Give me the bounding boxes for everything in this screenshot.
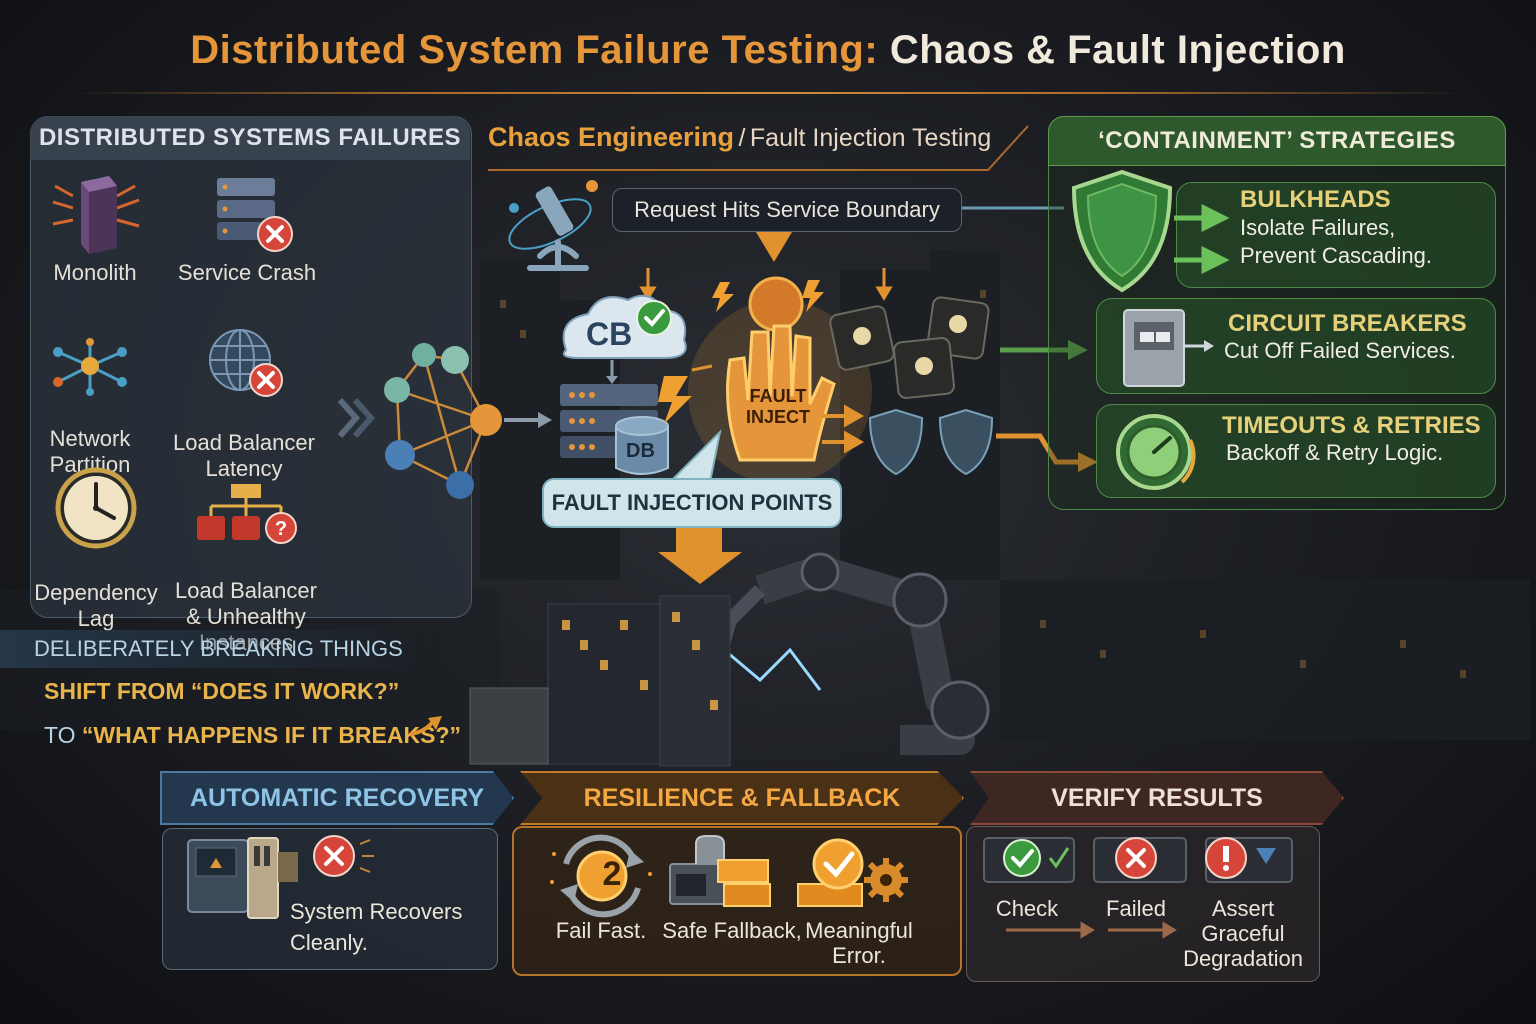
- verify-icons: [983, 837, 1293, 939]
- shift-question: “WHAT HAPPENS IF IT BREAKS?”: [81, 722, 461, 748]
- fault-injection-points-label: FAULT INJECTION POINTS: [542, 478, 842, 528]
- strategy-title: CIRCUIT BREAKERS: [1228, 310, 1467, 337]
- database-icon: [615, 416, 669, 475]
- shield-icon: [1071, 169, 1230, 293]
- breaker-icon: [1123, 309, 1214, 387]
- shift-to-label: TO: [44, 722, 76, 748]
- cloud-cb-icon: [562, 294, 687, 359]
- chaos-header-sep: /: [738, 124, 746, 152]
- strategy-bulkheads: [1176, 182, 1496, 288]
- failure-lb-latency: Load Balancer Latency: [166, 300, 322, 508]
- meaningful-error-icon: [797, 838, 908, 907]
- robot-arm-icon: [698, 552, 990, 755]
- failure-label: Service Crash: [177, 260, 317, 285]
- failure-label: Dependency Lag: [34, 580, 158, 631]
- failure-lb-unhealthy: ? Load Balancer & Unhealthy Instances: [170, 456, 322, 682]
- failure-monolith: Monolith: [40, 172, 150, 286]
- network-icon: [53, 338, 127, 396]
- title-primary: Distributed System Failure Testing:: [190, 28, 879, 72]
- containment-header: ‘CONTAINMENT’ STRATEGIES: [1048, 116, 1506, 166]
- recovery-machine-icon: [187, 835, 374, 919]
- assert-label: Assert Graceful Degradation: [1183, 896, 1303, 971]
- fail-fast-label: Fail Fast.: [555, 918, 647, 943]
- chaos-cubes-icon: [829, 296, 990, 399]
- title-divider: [70, 92, 1466, 94]
- meaningful-error-label: Meaningful Error.: [805, 918, 913, 968]
- strategy-title: BULKHEADS: [1240, 186, 1391, 213]
- fail-fast-badge: 2: [602, 855, 622, 893]
- clock-icon: [55, 467, 137, 549]
- verify-results-header: VERIFY RESULTS: [970, 771, 1344, 825]
- failure-service-crash: Service Crash: [172, 172, 322, 286]
- safe-fallback-icon: [669, 835, 771, 907]
- tree-question-icon: ?: [197, 484, 297, 544]
- resilience-header: RESILIENCE & FALLBACK: [520, 771, 964, 825]
- failure-dependency-lag: Dependency Lag: [34, 440, 158, 658]
- gauge-icon: [1116, 414, 1196, 490]
- failed-label: Failed: [1106, 896, 1166, 921]
- strategy-title: TIMEOUTS & RETRIES: [1222, 412, 1481, 439]
- network-graph: [384, 343, 502, 499]
- automatic-recovery-header: AUTOMATIC RECOVERY: [160, 771, 514, 825]
- server-tower-icon: [469, 595, 731, 767]
- assert-icon: [1205, 837, 1293, 883]
- fail-fast-icon: [550, 834, 652, 918]
- shift-line-2: TO “WHAT HAPPENS IF IT BREAKS?”: [44, 722, 461, 749]
- check-label: Check: [995, 896, 1059, 921]
- big-down-arrow: [658, 528, 742, 584]
- failed-icon: [1093, 837, 1187, 883]
- mini-shields-icon: [868, 408, 994, 476]
- chaos-header-main: Chaos Engineering: [488, 122, 735, 152]
- strategy-desc: Cut Off Failed Services.: [1224, 338, 1456, 363]
- safe-fallback-label: Safe Fallback,: [662, 918, 802, 943]
- shift-line-1: SHIFT FROM “DOES IT WORK?”: [44, 678, 400, 704]
- timeouts-text: TIMEOUTS & RETRIES Backoff & Retry Logic…: [1222, 412, 1481, 466]
- failures-header: DISTRIBUTED SYSTEMS FAILURES: [30, 116, 470, 160]
- fault-inject-label: FAULT INJECT: [745, 386, 810, 427]
- deliberate-band: [0, 630, 440, 668]
- circuit-breakers-text: CIRCUIT BREAKERS Cut Off Failed Services…: [1224, 310, 1467, 364]
- page-title: Distributed System Failure Testing: Chao…: [0, 28, 1536, 73]
- down-arrow: [756, 232, 792, 262]
- microscope-icon: [508, 180, 598, 271]
- server-error-icon: [217, 178, 293, 252]
- strategy-desc: Backoff & Retry Logic.: [1226, 440, 1444, 465]
- cube-icon: [52, 176, 140, 254]
- request-box: Request Hits Service Boundary: [612, 188, 962, 232]
- chaos-header: Chaos Engineering / Fault Injection Test…: [488, 122, 1008, 166]
- globe-error-icon: [209, 329, 283, 397]
- chaos-header-underline: [488, 125, 1029, 171]
- chaos-header-sub: Fault Injection Testing: [749, 124, 992, 152]
- shift-arrow-icon: [409, 716, 442, 736]
- strategy-desc: Isolate Failures, Prevent Cascading.: [1240, 215, 1432, 268]
- recovery-text: System Recovers Cleanly.: [290, 899, 463, 955]
- bulkheads-text: BULKHEADS Isolate Failures, Prevent Casc…: [1240, 186, 1432, 270]
- failure-label: Monolith: [53, 260, 137, 285]
- title-secondary: Chaos & Fault Injection: [889, 28, 1346, 72]
- failure-label: Load Balancer Latency: [173, 430, 315, 481]
- check-icon: [983, 837, 1075, 883]
- deliberately-breaking-label: DELIBERATELY BREAKING THINGS: [34, 636, 403, 661]
- db-label: DB: [626, 440, 655, 462]
- cb-label: CB: [586, 316, 633, 352]
- svg-text:?: ?: [275, 518, 287, 540]
- fault-inject-hand-icon: [688, 276, 872, 484]
